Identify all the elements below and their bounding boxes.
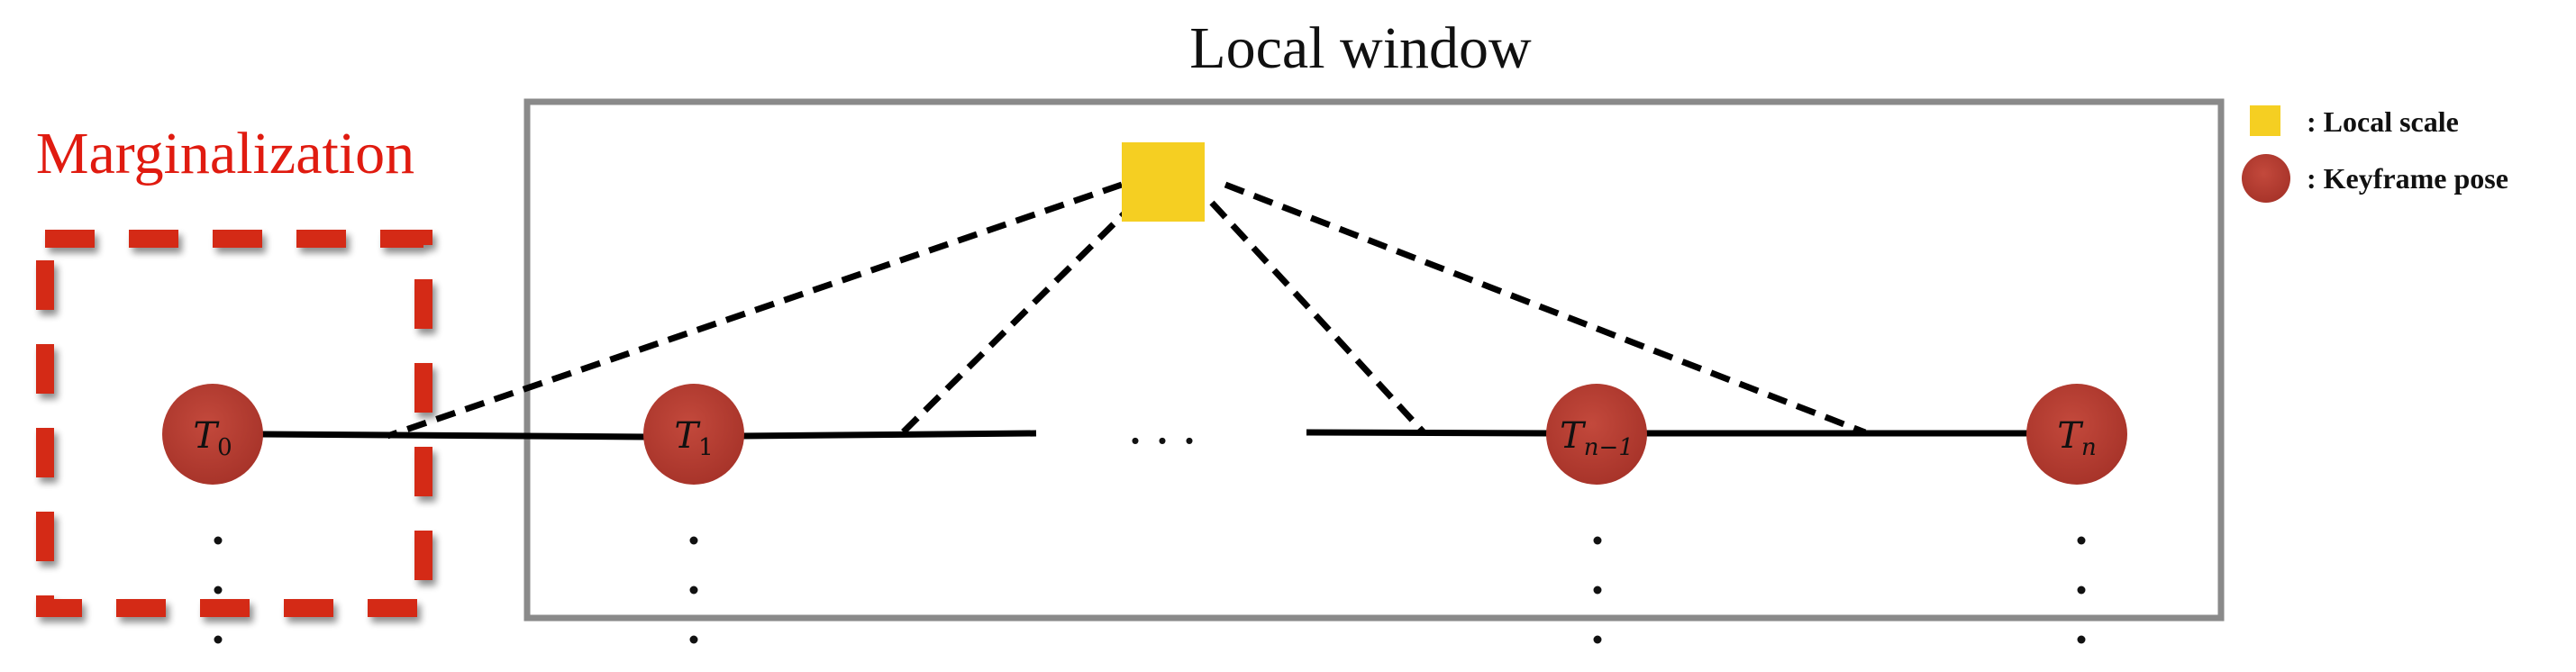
local-scale-node xyxy=(1122,142,1205,222)
edge-t0-t1 xyxy=(260,431,648,440)
dot xyxy=(2077,536,2086,545)
local-window-box xyxy=(523,98,2225,622)
keyframe-circle xyxy=(1546,384,1647,485)
scale-edge-3 xyxy=(1209,200,1426,435)
dot xyxy=(2077,586,2086,595)
keyframe-node-tn: Tn xyxy=(2026,384,2127,485)
keyframe-node-t1: T1 xyxy=(643,384,744,485)
dot xyxy=(1593,536,1602,545)
dot xyxy=(689,586,698,595)
dot xyxy=(689,635,698,644)
keyframe-circle xyxy=(2026,384,2127,485)
dot xyxy=(214,635,223,644)
marginalization-box xyxy=(36,230,432,617)
keyframe-node-t0: T0 xyxy=(162,384,263,485)
dot xyxy=(214,536,223,545)
legend-keyframe-pose-swatch xyxy=(2242,154,2290,203)
ellipsis: . . . xyxy=(1129,395,1197,455)
legend-local-scale-label: : Local scale xyxy=(2307,105,2459,138)
scale-edge-2 xyxy=(898,200,1138,437)
edge-ellipsis-tn1 xyxy=(1306,429,1552,437)
dot xyxy=(214,586,223,595)
continuation-dots xyxy=(214,536,2086,644)
scale-edge-4 xyxy=(1224,181,1867,436)
pose-chain-edges xyxy=(260,429,2029,440)
node-label-t0: T0 xyxy=(193,415,232,461)
dot xyxy=(1593,586,1602,595)
marginalization-label: Marginalization xyxy=(36,121,414,186)
legend-keyframe-pose-label: : Keyframe pose xyxy=(2307,162,2508,195)
keyframe-circle xyxy=(643,384,744,485)
legend-local-scale-swatch xyxy=(2250,105,2280,136)
node-label-t1: T1 xyxy=(674,415,713,461)
local-window-title: Local window xyxy=(1189,15,1532,81)
legend: : Local scale : Keyframe pose xyxy=(2242,105,2508,203)
scale-edge-1 xyxy=(386,181,1124,440)
dot xyxy=(1593,635,1602,644)
node-label-tn: Tn xyxy=(2057,415,2096,461)
node-label-tn-1: Tn−1 xyxy=(1560,415,1634,461)
edge-t1-ellipsis xyxy=(740,430,1037,440)
scale-constraint-edges xyxy=(386,181,1867,440)
keyframe-circle xyxy=(162,384,263,485)
dot xyxy=(689,536,698,545)
dot xyxy=(2077,635,2086,644)
keyframe-node-tn-1: Tn−1 xyxy=(1546,384,1647,485)
